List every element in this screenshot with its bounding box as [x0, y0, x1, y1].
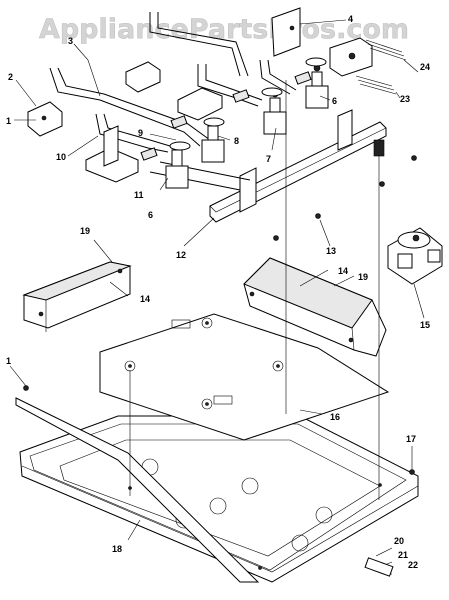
callout-23: 23: [400, 94, 410, 104]
valve-far-right: [305, 64, 329, 109]
callout-15: 15: [420, 320, 430, 330]
bracket-center-left: [85, 125, 139, 183]
front-strip: [15, 397, 260, 583]
callout-12: 12: [176, 250, 186, 260]
callout-10: 10: [56, 152, 66, 162]
valve-right: [263, 90, 287, 135]
callout-11: 11: [134, 190, 144, 200]
callout-19-left: 19: [80, 226, 90, 236]
callout-16: 16: [330, 412, 340, 422]
callout-14-left: 14: [140, 294, 150, 304]
bracket-top-right: [271, 7, 301, 57]
terminal-block: [329, 37, 407, 95]
callout-13: 13: [326, 246, 336, 256]
callout-1-top: 1: [6, 116, 11, 126]
callout-3: 3: [68, 36, 73, 46]
callout-8: 8: [234, 136, 239, 146]
callout-2: 2: [8, 72, 13, 82]
shield-right: [243, 257, 387, 357]
callout-4: 4: [348, 14, 353, 24]
callout-18: 18: [112, 544, 122, 554]
leader-lines: [9, 19, 425, 575]
screws: [23, 155, 417, 577]
callout-20: 20: [394, 536, 404, 546]
callout-9: 9: [138, 128, 143, 138]
callout-6-right: 6: [332, 96, 337, 106]
callout-7: 7: [266, 154, 271, 164]
bracket-top-center: [125, 61, 161, 93]
callout-6-left: 6: [148, 210, 153, 220]
callout-14-right: 14: [338, 266, 348, 276]
orifice-tubes: [140, 71, 312, 161]
callout-22: 22: [408, 560, 418, 570]
cooktop-plate: [99, 313, 390, 441]
spark-igniter: [373, 139, 385, 500]
burner-tubes: [49, 12, 297, 153]
callout-24: 24: [420, 62, 430, 72]
bracket-left: [27, 101, 63, 137]
callout-labels: 1 2 3 4 24 23 6 7 8 9 10 11 6 12 13 19 1…: [6, 14, 430, 570]
pressure-regulator: [387, 227, 443, 285]
watermark-text: AppliancePartsPros.com: [39, 14, 409, 45]
callout-17: 17: [406, 434, 416, 444]
callout-19-right: 19: [358, 272, 368, 282]
shield-left: [22, 261, 132, 332]
callout-21: 21: [398, 550, 408, 560]
callout-1-bottom: 1: [6, 356, 11, 366]
bracket-center: [177, 87, 223, 121]
